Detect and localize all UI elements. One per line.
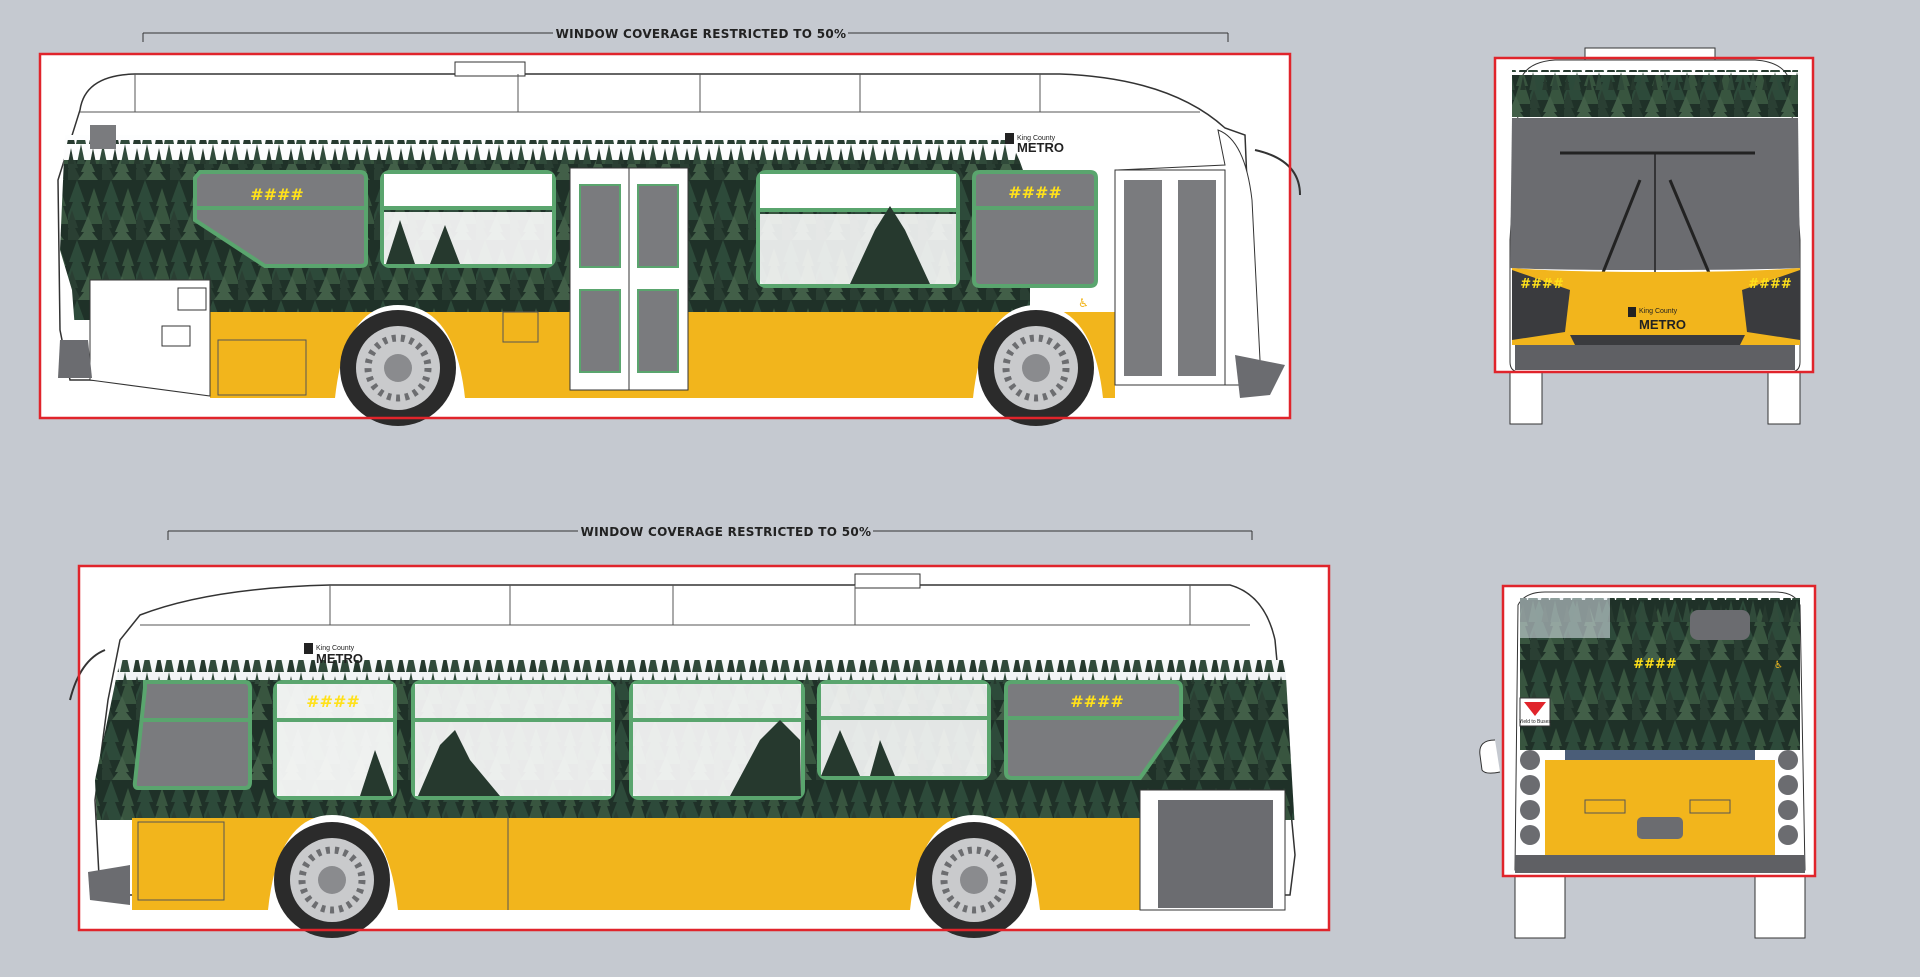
- side-window-b4: [629, 680, 805, 800]
- side-window-2: [380, 170, 556, 268]
- rear-window: [90, 125, 116, 149]
- front-door: [1114, 169, 1226, 386]
- svg-text:METRO: METRO: [1639, 317, 1686, 332]
- side-window-b1: [132, 680, 252, 790]
- restriction-boundary-rear: [1501, 584, 1817, 878]
- tail-lights-right: [1778, 750, 1798, 845]
- yield-to-buses-sign: Yield to Buses: [1519, 697, 1551, 727]
- svg-text:King County: King County: [1017, 135, 1056, 142]
- brand-logo-side-top: King County METRO: [1005, 133, 1064, 155]
- side-window-4: [972, 170, 1098, 288]
- roof-equipment: [454, 61, 526, 77]
- service-panel: [217, 339, 307, 396]
- brand-logo-side-bottom: King County METRO: [304, 643, 363, 666]
- caption-bottom: WINDOW COVERAGE RESTRICTED TO 50%: [167, 525, 1253, 540]
- center-door: [569, 167, 689, 391]
- wheel-front: [973, 305, 1103, 426]
- fleet-number-rear-2: ####: [1070, 692, 1124, 711]
- svg-text:METRO: METRO: [316, 651, 363, 666]
- accessibility-icon: ♿: [1078, 296, 1089, 310]
- side-window-1: [193, 170, 368, 268]
- bus-side-view-streetside: #### #### King County METRO: [69, 564, 1331, 938]
- side-mirror: [1254, 149, 1301, 196]
- caption-top-text: WINDOW COVERAGE RESTRICTED TO 50%: [556, 27, 847, 41]
- wheel-rear: [335, 305, 465, 426]
- svg-text:King County: King County: [316, 645, 355, 652]
- front-number-right: ####: [1748, 277, 1792, 292]
- tail-lights-left: [1520, 750, 1540, 845]
- fleet-number-front-2: ####: [306, 692, 360, 711]
- side-window-3: [756, 170, 960, 288]
- rear-mirror: [1479, 739, 1501, 774]
- fleet-number-front: ####: [1008, 183, 1062, 202]
- svg-text:METRO: METRO: [1017, 140, 1064, 155]
- bus-front-view: #### #### King County METRO: [1493, 47, 1815, 425]
- accessibility-icon-rear: ♿: [1774, 660, 1783, 671]
- roof-equipment-2: [854, 573, 921, 589]
- brand-logo-front: King County METRO: [1628, 307, 1686, 332]
- caption-top: WINDOW COVERAGE RESTRICTED TO 50%: [142, 27, 1229, 42]
- bus-side-view-curbside: #### #### ♿ King County METRO: [38, 52, 1301, 426]
- side-mirror-2: [69, 649, 106, 701]
- wheel-rear-2: [910, 815, 1040, 938]
- svg-text:King County: King County: [1639, 308, 1678, 315]
- side-window-b5: [817, 680, 991, 780]
- caption-bottom-text: WINDOW COVERAGE RESTRICTED TO 50%: [581, 525, 872, 539]
- restriction-boundary-side-bottom: [77, 564, 1331, 932]
- side-window-b2: [273, 680, 397, 800]
- side-window-b3: [411, 680, 615, 800]
- restriction-boundary-front: [1493, 56, 1815, 374]
- rear-number: ####: [1633, 657, 1677, 672]
- side-window-b6: [1004, 680, 1183, 780]
- front-number-left: ####: [1520, 277, 1564, 292]
- restriction-boundary-side-top: [38, 52, 1292, 420]
- fleet-number-rear: ####: [250, 185, 304, 204]
- wheel-front-2: [268, 815, 398, 938]
- bus-rear-view: #### Yield to Buses ♿: [1479, 584, 1817, 939]
- svg-text:Yield to Buses: Yield to Buses: [1519, 719, 1551, 725]
